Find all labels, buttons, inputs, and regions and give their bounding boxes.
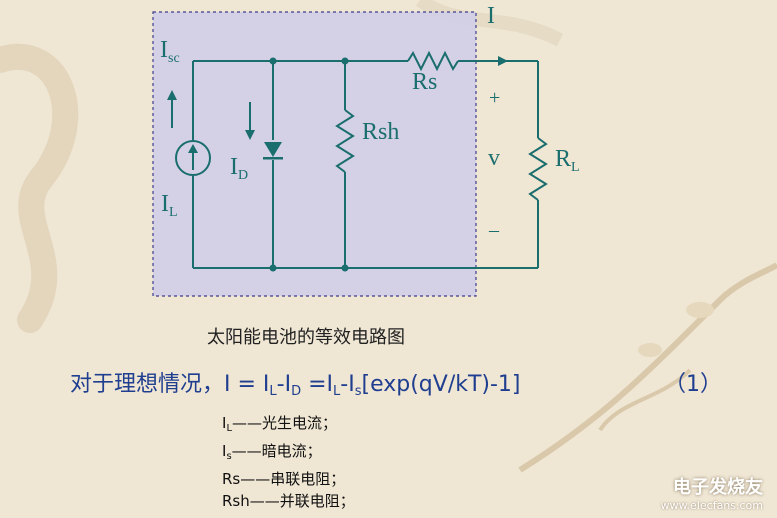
legend-symbol-sub: L (226, 423, 233, 434)
diagram-caption: 太阳能电池的等效电路图 (207, 327, 405, 348)
rsh-resistor (335, 109, 355, 173)
label-isc: Isc (160, 38, 180, 66)
current-source (175, 140, 211, 176)
legend-item: Is——暗电流； (222, 440, 355, 468)
label-rl: RL (555, 147, 580, 175)
legend-symbol-sub: s (226, 451, 232, 462)
circuit-diagram (152, 11, 548, 297)
equation-number: （1） (664, 372, 722, 397)
label-isc-main: I (160, 37, 168, 63)
watermark-name: 电子发烧友 (673, 477, 763, 498)
legend-symbol: Rsh (222, 492, 250, 510)
label-rs: Rs (412, 69, 438, 95)
legend-item: Rs——串联电阻； (222, 468, 355, 490)
solar-cell-box (152, 11, 477, 297)
label-rl-sub: L (571, 160, 580, 175)
formula-prefix: 对于理想情况，I = I (70, 372, 270, 397)
formula-mid1: -I (276, 372, 292, 397)
legend-text: ——并联电阻； (249, 492, 355, 510)
label-id: ID (230, 155, 248, 183)
label-output-current: I (487, 3, 495, 29)
legend-item: Rsh——并联电阻； (222, 490, 355, 512)
formula-mid3: -I (340, 372, 355, 397)
watermark-url: www.elecfans.com (660, 499, 763, 512)
formula: 对于理想情况，I = IL-ID =IL-Is[exp(qV/kT)-1] (70, 366, 521, 399)
formula-sub-d: D (291, 384, 302, 399)
formula-sub-l: L (269, 384, 277, 399)
rs-resistor (407, 50, 459, 72)
label-v: v (488, 145, 500, 171)
rl-resistor (528, 137, 548, 201)
label-il-main: I (161, 191, 169, 217)
formula-suffix: [exp(qV/kT)-1] (361, 372, 521, 397)
label-rsh: Rsh (362, 119, 400, 145)
watermark: 电子发烧友 www.elecfans.com (661, 473, 763, 512)
formula-mid2: =I (301, 372, 334, 397)
legend-item: IL——光生电流； (222, 412, 355, 440)
output-current-arrow (498, 56, 508, 66)
formula-sub-l2: L (333, 384, 341, 399)
formula-sub-s: s (354, 384, 362, 399)
symbol-legend: IL——光生电流； Is——暗电流； Rs——串联电阻； Rsh——并联电阻； (222, 412, 355, 512)
label-il-sub: L (169, 205, 178, 220)
label-plus: + (489, 87, 501, 109)
label-id-main: I (230, 154, 238, 180)
label-id-sub: D (238, 168, 249, 183)
legend-symbol: Rs (222, 470, 241, 488)
label-minus: – (489, 219, 499, 241)
label-il: IL (161, 192, 178, 220)
legend-text: ——光生电流； (232, 414, 338, 432)
legend-text: ——串联电阻； (240, 470, 346, 488)
legend-symbol: I (222, 442, 227, 460)
diode (264, 142, 282, 157)
label-isc-sub: sc (168, 51, 180, 66)
legend-text: ——暗电流； (231, 442, 322, 460)
label-rl-main: R (555, 146, 572, 172)
legend-symbol: I (222, 414, 227, 432)
